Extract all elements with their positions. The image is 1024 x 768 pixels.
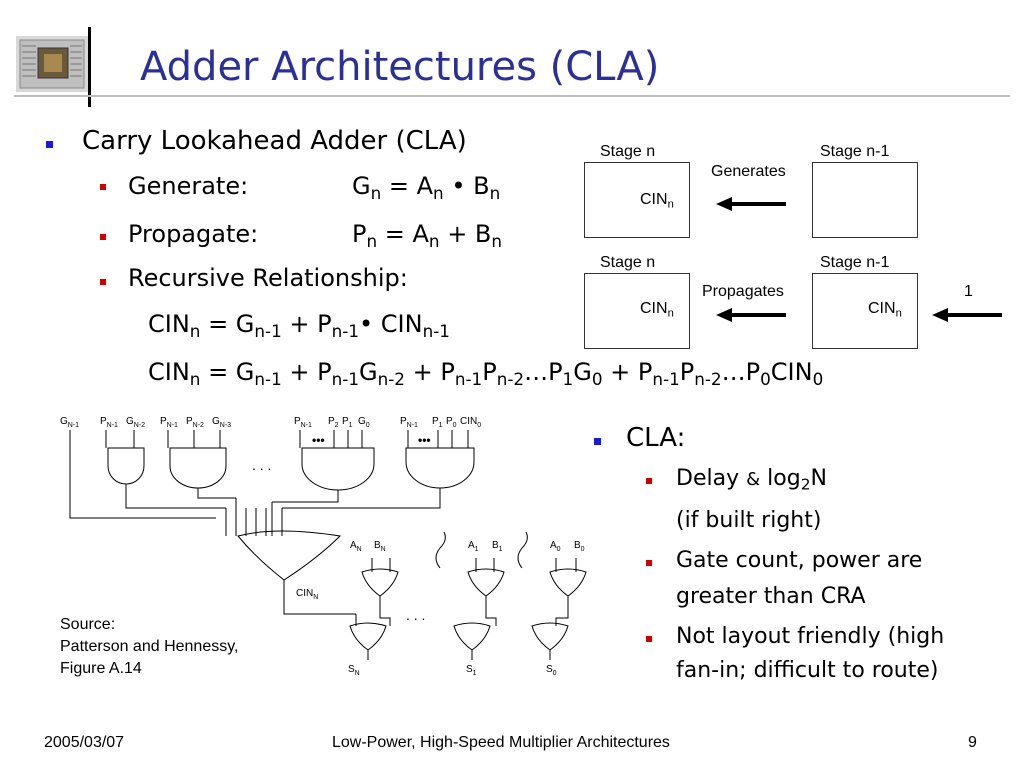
stage-n1-box xyxy=(812,162,918,238)
footer-title: Low-Power, High-Speed Multiplier Archite… xyxy=(332,734,670,751)
bullet-square-icon xyxy=(646,636,652,642)
svg-text:PN-1: PN-1 xyxy=(100,416,118,429)
carry-one-label: 1 xyxy=(964,283,973,300)
svg-text:SN: SN xyxy=(348,664,360,677)
svg-text:GN-3: GN-3 xyxy=(212,416,231,429)
cla-circuit-diagram: GN-1 PN-1 GN-2 PN-1 PN-2 GN-3 PN-1 P2 P1… xyxy=(56,408,596,692)
svg-text:GN-2: GN-2 xyxy=(126,416,145,429)
recursive-equation-1: CINn = Gn-1 + Pn-1• CINn-1 xyxy=(148,310,450,342)
stage-n-box xyxy=(584,162,690,238)
source-citation: Source: Patterson and Hennessy, Figure A… xyxy=(60,616,239,677)
gate-count-line2: greater than CRA xyxy=(676,584,866,609)
svg-text:. . .: . . . xyxy=(406,607,425,623)
cin-label: CINn xyxy=(868,300,902,320)
bullet-square-icon xyxy=(646,560,652,566)
svg-text:•••: ••• xyxy=(312,433,325,447)
propagates-label: Propagates xyxy=(702,283,784,300)
svg-text:A1: A1 xyxy=(468,540,479,553)
svg-text:B0: B0 xyxy=(574,540,585,553)
svg-text:•••: ••• xyxy=(418,433,431,447)
svg-text:PN-1: PN-1 xyxy=(294,416,312,429)
propagate-equation: Pn = An + Bn xyxy=(352,220,503,252)
stage-n1-label: Stage n-1 xyxy=(820,143,890,160)
title-divider-vertical xyxy=(88,27,91,107)
svg-text:G0: G0 xyxy=(358,416,370,429)
stage-n-box xyxy=(584,273,690,349)
bullet-square-icon xyxy=(100,234,106,240)
cin-label: CINn xyxy=(640,300,674,320)
svg-text:P1: P1 xyxy=(432,416,443,429)
stage-n-label: Stage n xyxy=(600,143,656,160)
layout-line2: fan-in; difficult to route) xyxy=(676,658,939,683)
recursive-equation-2: CINn = Gn-1 + Pn-1Gn-2 + Pn-1Pn-2…P1G0 +… xyxy=(148,358,824,390)
svg-text:PN-1: PN-1 xyxy=(160,416,178,429)
gate-count-line1: Gate count, power are xyxy=(676,548,923,573)
svg-text:P1: P1 xyxy=(342,416,353,429)
bullet-square-icon xyxy=(594,438,601,445)
svg-text:PN-2: PN-2 xyxy=(186,416,204,429)
recursive-label: Recursive Relationship: xyxy=(128,264,408,292)
svg-text:PN-1: PN-1 xyxy=(400,416,418,429)
bullet-square-icon xyxy=(46,141,53,148)
svg-text:. . .: . . . xyxy=(252,457,271,473)
bullet-main: Carry Lookahead Adder (CLA) xyxy=(82,126,467,156)
layout-line1: Not layout friendly (high xyxy=(676,624,945,649)
page-number: 9 xyxy=(968,734,977,751)
left-arrow-icon xyxy=(716,196,788,216)
cin-label: CINn xyxy=(640,191,674,211)
svg-text:CIN0: CIN0 xyxy=(460,416,481,429)
generates-label: Generates xyxy=(711,163,786,180)
slide-title: Adder Architectures (CLA) xyxy=(140,44,660,90)
delay-line: Delay & log2N xyxy=(676,466,827,494)
bullet-square-icon xyxy=(646,478,652,484)
svg-text:CINN: CINN xyxy=(296,588,318,601)
left-arrow-icon xyxy=(716,307,788,327)
generate-equation: Gn = An • Bn xyxy=(352,172,501,204)
title-divider-horizontal xyxy=(14,95,1010,97)
left-arrow-icon xyxy=(932,307,1004,327)
svg-text:AN: AN xyxy=(350,540,362,553)
svg-text:P2: P2 xyxy=(328,416,339,429)
svg-text:B1: B1 xyxy=(492,540,503,553)
svg-text:BN: BN xyxy=(374,540,386,553)
if-built-right: (if built right) xyxy=(676,508,822,533)
stage-n1-label: Stage n-1 xyxy=(820,254,890,271)
svg-text:S1: S1 xyxy=(466,664,477,677)
generate-label: Generate: xyxy=(128,172,249,200)
svg-text:GN-1: GN-1 xyxy=(60,416,79,429)
propagate-label: Propagate: xyxy=(128,220,259,248)
chip-logo-icon xyxy=(16,36,88,92)
bullet-square-icon xyxy=(100,279,106,285)
bullet-square-icon xyxy=(100,184,106,190)
cla-heading: CLA: xyxy=(626,423,686,453)
footer-date: 2005/03/07 xyxy=(44,734,125,751)
stage-n-label: Stage n xyxy=(600,254,656,271)
svg-text:S0: S0 xyxy=(546,664,557,677)
svg-text:P0: P0 xyxy=(446,416,457,429)
stage-n1-box xyxy=(812,273,918,349)
svg-text:A0: A0 xyxy=(550,540,561,553)
